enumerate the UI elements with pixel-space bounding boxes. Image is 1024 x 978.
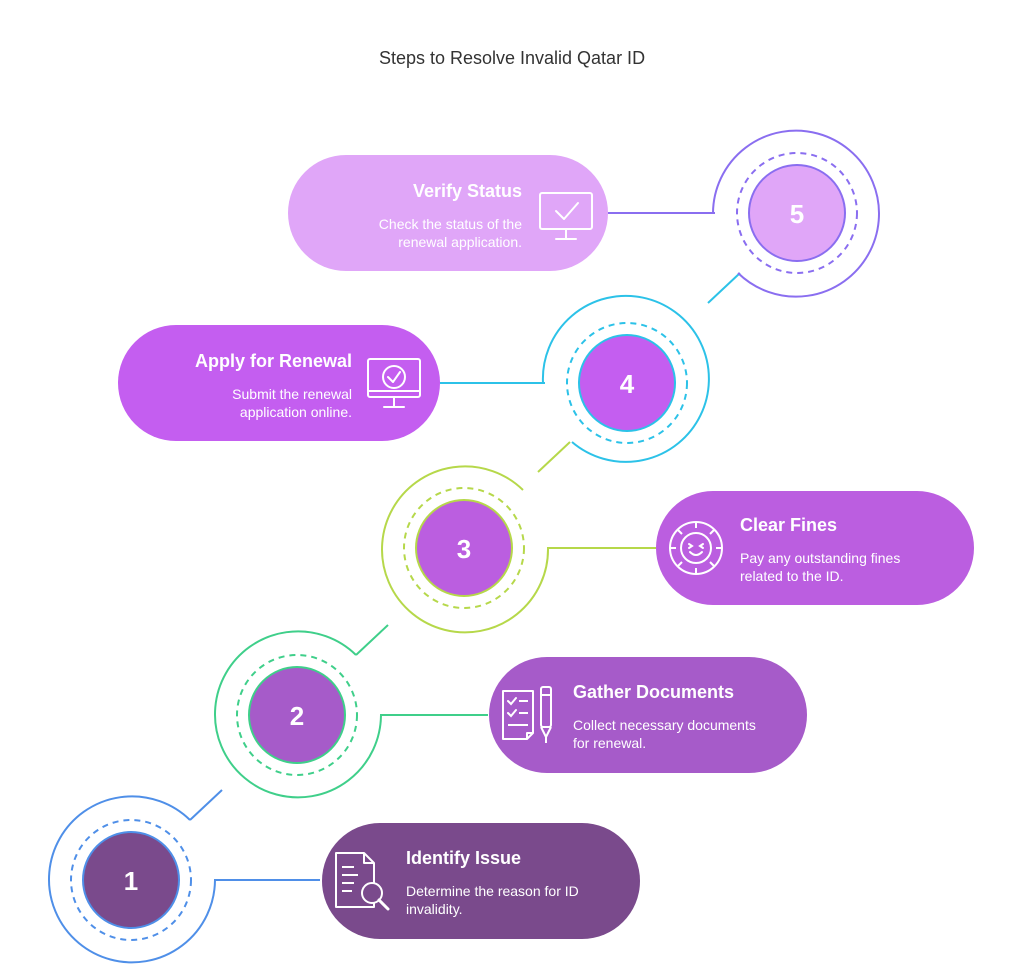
step-5-description-line-1: Check the status of the xyxy=(378,216,522,232)
step-4-number: 4 xyxy=(620,369,635,399)
step-4-description: Submit the renewal application online. xyxy=(152,385,352,421)
step-4-description-line-1: Submit the renewal xyxy=(232,386,352,402)
step-2-circle xyxy=(248,666,346,764)
step-3-marker: 3 xyxy=(381,465,656,634)
step-5-circle xyxy=(748,164,846,262)
connector-3-4 xyxy=(537,441,571,473)
step-1-title: Identify Issue xyxy=(406,848,522,868)
step-2-description-line-1: Collect necessary documents xyxy=(573,717,756,733)
step-4-card: Apply for Renewal Submit the renewal app… xyxy=(118,325,440,441)
step-1-marker: 1 xyxy=(48,795,320,964)
step-4-marker: 4 xyxy=(440,294,710,463)
monitor-check-icon xyxy=(539,192,593,240)
step-3-description: Pay any outstanding fines related to the… xyxy=(740,549,960,585)
monitor-check-circle-icon xyxy=(367,358,421,408)
step-2-dashed-ring xyxy=(236,654,358,776)
step-1-dashed-ring xyxy=(70,819,192,941)
step-1-description-line-2: invalidity. xyxy=(406,901,463,917)
step-2-description-line-2: for renewal. xyxy=(573,735,647,751)
step-3-circle xyxy=(415,499,513,597)
step-5-outer-ring xyxy=(712,129,880,298)
connector-4-5 xyxy=(707,272,741,304)
step-3-outer-ring xyxy=(381,465,656,634)
checklist-pen-icon xyxy=(502,686,552,743)
step-4-title: Apply for Renewal xyxy=(194,351,352,371)
diagram-title: Steps to Resolve Invalid Qatar ID xyxy=(378,48,646,68)
step-1-description: Determine the reason for ID invalidity. xyxy=(406,882,626,918)
step-1-outer-ring xyxy=(48,795,320,964)
step-4-description-line-2: application online. xyxy=(239,404,352,420)
step-3-description-line-2: related to the ID. xyxy=(740,568,844,584)
step-1-description-line-1: Determine the reason for ID xyxy=(406,883,579,899)
step-1-circle xyxy=(82,831,180,929)
step-5-dashed-ring xyxy=(736,152,858,274)
step-4-circle xyxy=(578,334,676,432)
step-3-number: 3 xyxy=(457,534,471,564)
step-5-title: Verify Status xyxy=(412,181,522,201)
step-5-number: 5 xyxy=(790,199,804,229)
step-1-card: Identify Issue Determine the reason for … xyxy=(322,823,640,939)
step-2-description: Collect necessary documents for renewal. xyxy=(573,716,793,752)
step-3-dashed-ring xyxy=(403,487,525,609)
step-2-number: 2 xyxy=(290,701,304,731)
document-search-icon xyxy=(335,852,390,911)
step-2-title: Gather Documents xyxy=(573,682,735,702)
step-2-marker: 2 xyxy=(214,630,488,799)
step-3-title: Clear Fines xyxy=(740,515,838,535)
step-2-card: Gather Documents Collect necessary docum… xyxy=(489,657,807,773)
step-4-outer-ring xyxy=(541,294,710,463)
step-5-description-line-2: renewal application. xyxy=(398,234,522,250)
step-5-card: Verify Status Check the status of the re… xyxy=(288,155,608,271)
step-4-dashed-ring xyxy=(566,322,688,444)
smiley-badge-icon xyxy=(669,521,723,575)
step-3-card: Clear Fines Pay any outstanding fines re… xyxy=(656,491,974,605)
step-3-description-line-1: Pay any outstanding fines xyxy=(740,550,901,566)
step-2-outer-ring xyxy=(214,630,488,799)
connector-2-3 xyxy=(355,624,389,656)
connector-1-2 xyxy=(189,789,223,821)
step-5-description: Check the status of the renewal applicat… xyxy=(322,215,522,251)
step-5-marker: 5 xyxy=(608,129,880,298)
step-1-number: 1 xyxy=(124,866,138,896)
